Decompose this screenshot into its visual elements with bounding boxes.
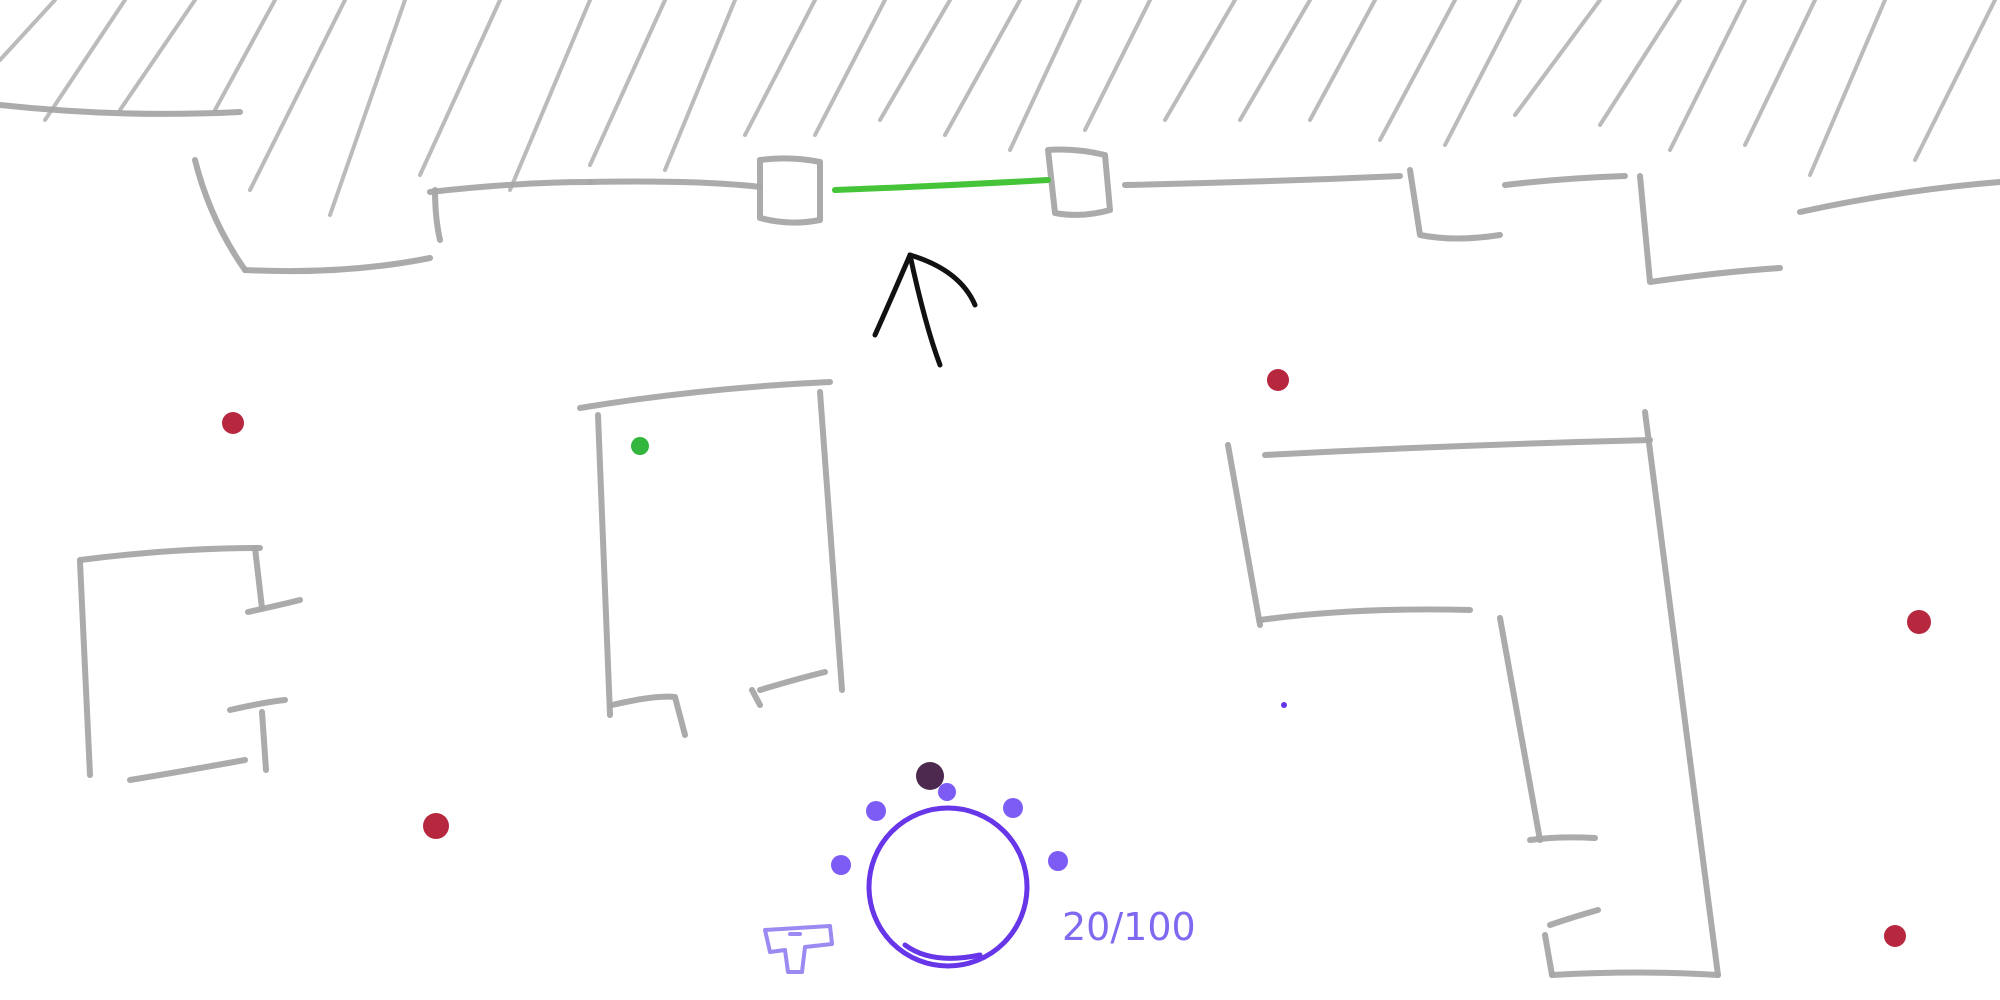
enemy-marker (222, 412, 244, 434)
player-shot (1003, 798, 1023, 818)
enemy-marker (423, 813, 449, 839)
top-wall-outline (0, 102, 2000, 285)
player-body (866, 805, 1030, 969)
player-character (831, 762, 1068, 969)
exit-door (832, 177, 1051, 193)
player-shot (831, 855, 851, 875)
top-wall-hatching (0, 0, 1997, 217)
ammo-counter: 20/100 (1062, 905, 1196, 949)
enemy-marker (1267, 369, 1289, 391)
enemy-marker (1884, 925, 1906, 947)
pistol-icon (763, 924, 834, 974)
player-shot (938, 783, 956, 801)
target-dot (916, 762, 944, 790)
player-bottom-scribble (902, 942, 983, 961)
small-blue-dot (1281, 702, 1287, 708)
enemy-marker (1907, 610, 1931, 634)
pickup-marker (631, 437, 649, 455)
enemy-group (222, 369, 1931, 947)
player-shot (1048, 851, 1068, 871)
interior-walls (77, 379, 1721, 978)
goal-arrow-icon (872, 252, 978, 368)
player-shot (866, 801, 886, 821)
